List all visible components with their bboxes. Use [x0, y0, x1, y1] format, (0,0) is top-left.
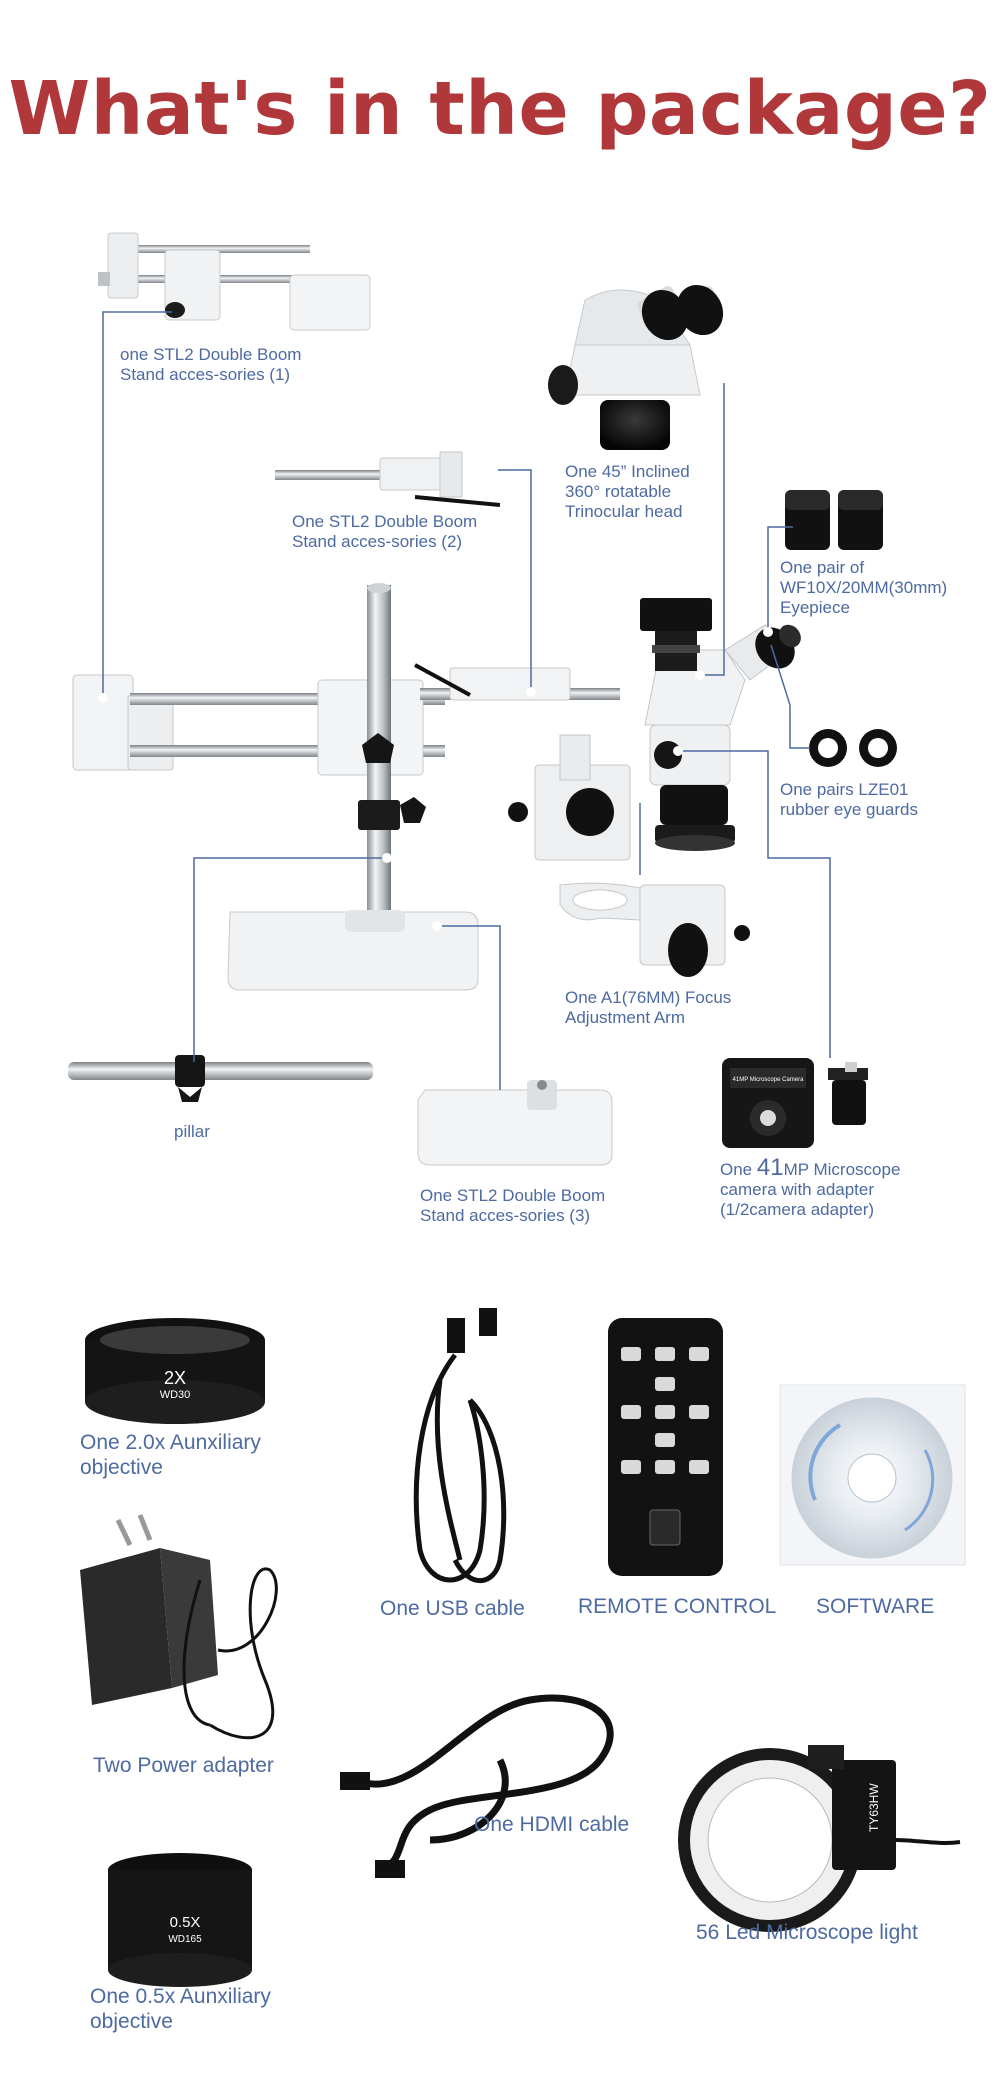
base-accessory-3-image	[417, 1080, 613, 1166]
label-eyepiece: One pair of WF10X/20MM(30mm) Eyepiece	[780, 558, 948, 617]
obj05x-wd-text: WD165	[168, 1934, 202, 1945]
usb-connector-b	[479, 1308, 497, 1336]
hdmi-connector-1	[340, 1772, 370, 1790]
label-remote-control: REMOTE CONTROL	[578, 1595, 777, 1618]
label-led-light: 56 Led Microscope light	[696, 1921, 918, 1944]
rubber-eye-guards-image	[809, 729, 897, 767]
label-objective-2x: One 2.0x Aunxiliary objective	[80, 1431, 261, 1479]
focus-arm-image	[559, 882, 750, 977]
label-objective-05x: One 0.5x Aunxiliary objective	[90, 1985, 271, 2033]
pillar-image	[68, 1055, 373, 1102]
label-eye-guards: One pairs LZE01 rubber eye guards	[780, 780, 918, 819]
label-boom-accessory-2: One STL2 Double Boom Stand acces-sories …	[292, 512, 478, 551]
power-adapter-image	[80, 1514, 278, 1740]
leader-lines	[102, 311, 831, 1090]
obj2x-wd-text: WD30	[160, 1389, 191, 1401]
usb-connector-a	[447, 1318, 465, 1353]
obj2x-mag-text: 2X	[164, 1368, 186, 1388]
ring-model-text: TY63HW	[867, 1783, 881, 1832]
led-ring-light-image	[678, 1745, 961, 1932]
camera-screen-text: 41MP Microscope Camera	[733, 1077, 805, 1083]
label-camera: One 41MP Microscope camera with adapter …	[720, 1154, 901, 1220]
software-cd-image	[779, 1384, 966, 1566]
label-power-adapter: Two Power adapter	[93, 1754, 274, 1777]
eyepiece-pair-image	[785, 490, 883, 550]
label-hdmi-cable: One HDMI cable	[474, 1813, 630, 1836]
hdmi-cable-image	[364, 1694, 614, 1874]
label-focus-arm: One A1(76MM) Focus Adjustment Arm	[565, 988, 732, 1027]
objective-05x-image	[108, 1853, 252, 1987]
label-software: SOFTWARE	[816, 1595, 935, 1618]
boom-accessory-2-image	[275, 451, 501, 507]
objective-2x-image	[85, 1318, 265, 1424]
boom-accessory-1-image	[98, 232, 371, 331]
hdmi-connector-2	[375, 1860, 405, 1878]
page-title: What's in the package?	[8, 66, 992, 152]
label-trinocular-head: One 45” Inclined 360° rotatable Trinocul…	[565, 462, 690, 521]
label-boom-accessory-3: One STL2 Double Boom Stand acces-sories …	[420, 1186, 606, 1225]
main-microscope-stand-image	[72, 583, 801, 991]
label-boom-accessory-1: one STL2 Double Boom Stand acces-sories …	[120, 345, 302, 384]
remote-control-image	[608, 1318, 723, 1576]
obj05x-mag-text: 0.5X	[170, 1914, 201, 1931]
label-pillar: pillar	[174, 1122, 210, 1141]
trinocular-head-image	[548, 284, 724, 450]
usb-cable-image	[413, 1353, 507, 1584]
camera-with-adapter-image	[722, 1058, 868, 1148]
leader-dots	[98, 627, 773, 931]
label-usb-cable: One USB cable	[380, 1597, 525, 1620]
